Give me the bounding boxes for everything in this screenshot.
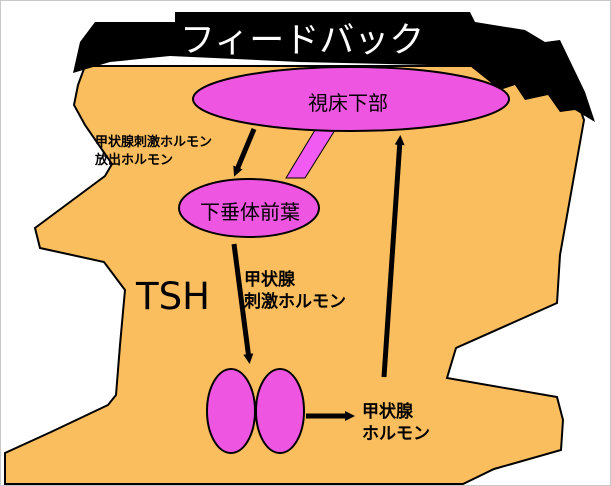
thyroid-hormone-line2: ホルモン: [362, 424, 430, 444]
thyroid-hormone-line1: 甲状腺: [362, 402, 413, 422]
arrow-hypothalamus-to-pituitary: [233, 128, 257, 177]
arrow-feedback-to-hypothalamus: [381, 135, 405, 378]
tsh-abbreviation: TSH: [136, 275, 210, 318]
thyroid-left-lobe: [206, 368, 256, 454]
head-silhouette: [4, 65, 586, 485]
arrow-pituitary-to-thyroid: [231, 243, 254, 364]
hair: [73, 12, 595, 122]
tsh-label-line1: 甲状腺: [244, 270, 295, 290]
anterior-pituitary-ellipse: [178, 178, 320, 238]
hypothalamus-ellipse: [192, 66, 510, 132]
diagram-title: フィードバック: [180, 21, 425, 61]
tsh-label-line2: 刺激ホルモン: [244, 292, 346, 312]
anterior-pituitary-label: 下垂体前葉: [200, 200, 300, 224]
trh-label-line2: 放出ホルモン: [95, 153, 174, 168]
trh-label-line1: 甲状腺刺激ホルモン: [95, 135, 213, 150]
hypothalamus-label: 視床下部: [308, 91, 388, 115]
thyroid-right-lobe: [255, 368, 305, 454]
